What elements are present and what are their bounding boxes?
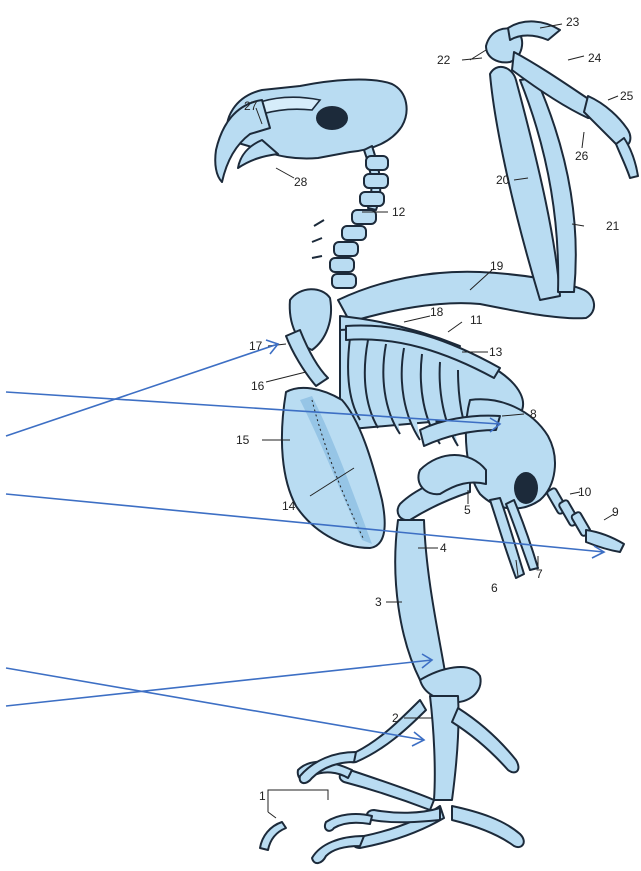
label-19: 19 (490, 259, 504, 273)
label-21: 21 (606, 219, 620, 233)
label-7: 7 (536, 567, 543, 581)
label-22: 22 (437, 53, 451, 67)
label-27: 27 (244, 99, 258, 113)
label-15: 15 (236, 433, 250, 447)
leg (260, 455, 524, 863)
label-11: 11 (470, 313, 483, 327)
label-6: 6 (491, 581, 498, 595)
arrow-to-coracoid (6, 340, 278, 436)
label-18: 18 (430, 305, 444, 319)
arrow-to-knee (6, 654, 432, 706)
label-23: 23 (566, 15, 580, 29)
label-9: 9 (612, 505, 619, 519)
label-25: 25 (620, 89, 634, 103)
label-14: 14 (282, 499, 296, 513)
pygostyle (586, 530, 624, 552)
label-26: 26 (575, 149, 589, 163)
label-8: 8 (530, 407, 537, 421)
label-28: 28 (294, 175, 308, 189)
arrow-to-ankle (6, 668, 424, 746)
label-3: 3 (375, 595, 382, 609)
tibiotarsus (395, 520, 446, 687)
label-2: 2 (392, 711, 399, 725)
wing (338, 21, 638, 322)
cervical-vertebrae (312, 146, 388, 288)
label-4: 4 (440, 541, 447, 555)
label-16: 16 (251, 379, 265, 393)
label-1: 1 (259, 789, 266, 803)
label-12: 12 (392, 205, 406, 219)
label-10: 10 (578, 485, 592, 499)
label-20: 20 (496, 173, 510, 187)
tarsometatarsus (430, 696, 459, 800)
label-24: 24 (588, 51, 602, 65)
label-13: 13 (489, 345, 503, 359)
label-5: 5 (464, 503, 471, 517)
